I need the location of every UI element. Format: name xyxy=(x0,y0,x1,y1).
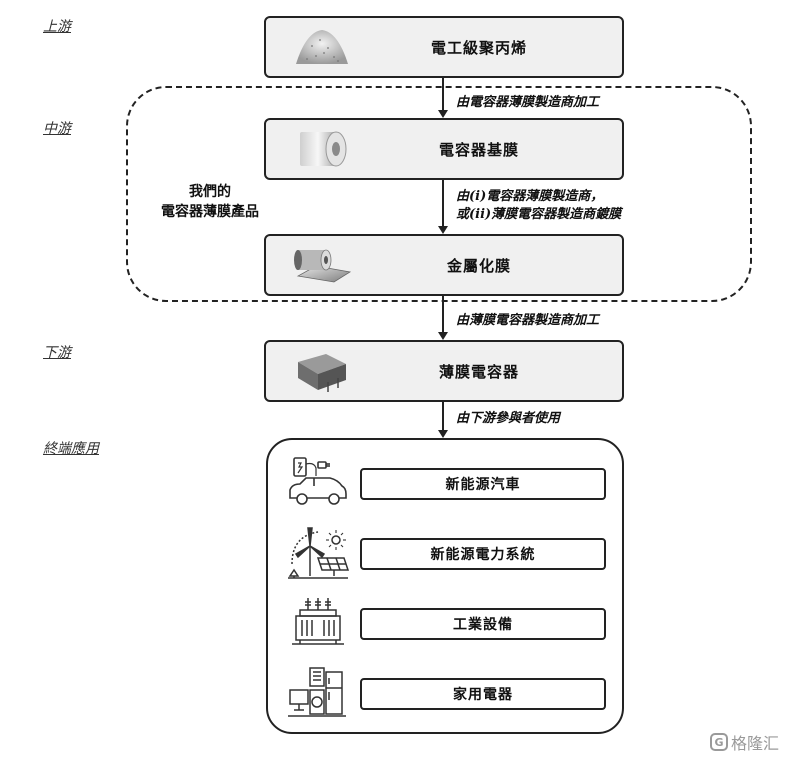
arrow-2-line xyxy=(442,180,444,226)
stage-label-end-use: 終端應用 xyxy=(43,441,99,457)
application-row: 工業設備 xyxy=(268,594,622,650)
arrow-3-head xyxy=(438,332,448,340)
arrow-3-line xyxy=(442,296,444,332)
our-products-line2: 電容器薄膜產品 xyxy=(161,204,259,220)
film-capacitor-icon xyxy=(298,354,346,392)
arrow-3-label: 由薄膜電容器製造商加工 xyxy=(456,313,600,328)
wind-solar-power-icon xyxy=(288,527,350,579)
application-row: 新能源電力系統 xyxy=(268,524,622,580)
industrial-transformer-icon xyxy=(292,598,344,645)
arrow-1-line xyxy=(442,78,444,110)
arrow-1-head xyxy=(438,110,448,118)
our-products-group xyxy=(126,86,752,302)
box-metallized-film-label: 金屬化膜 xyxy=(446,256,511,275)
film-roll-icon xyxy=(300,131,347,167)
application-industrial-equipment: 工業設備 xyxy=(360,608,606,640)
our-products-line1: 我們的 xyxy=(189,184,231,200)
box-capacitor-base-film-label: 電容器基膜 xyxy=(438,140,519,159)
stage-label-midstream: 中游 xyxy=(43,121,71,137)
stage-label-downstream: 下游 xyxy=(43,345,71,361)
watermark-logo-icon: G xyxy=(710,733,728,751)
arrow-2-label-line1: 由(i)電容器薄膜製造商， xyxy=(456,189,604,204)
arrow-2-head xyxy=(438,226,448,234)
box-polypropylene: 電工級聚丙烯 xyxy=(264,16,624,78)
box-capacitor-base-film: 電容器基膜 xyxy=(264,118,624,180)
application-row: 家用電器 xyxy=(268,664,622,720)
box-metallized-film: 金屬化膜 xyxy=(264,234,624,296)
application-new-energy-power-systems: 新能源電力系統 xyxy=(360,538,606,570)
ev-charging-car-icon xyxy=(289,457,347,505)
arrow-1-label: 由電容器薄膜製造商加工 xyxy=(456,95,600,110)
arrow-2-label-line2: 或(ii)薄膜電容器製造商鍍膜 xyxy=(456,207,622,222)
box-polypropylene-label: 電工級聚丙烯 xyxy=(430,38,527,57)
box-film-capacitor: 薄膜電容器 xyxy=(264,340,624,402)
arrow-4-label: 由下游參與者使用 xyxy=(456,411,561,426)
metallized-film-roll-icon xyxy=(294,249,352,283)
our-products-label: 我們的 電容器薄膜產品 xyxy=(140,182,280,222)
application-new-energy-vehicles: 新能源汽車 xyxy=(360,468,606,500)
arrow-4-line xyxy=(442,402,444,430)
arrow-4-head xyxy=(438,430,448,438)
application-row: 新能源汽車 xyxy=(268,454,622,510)
watermark-text: 格隆汇 xyxy=(731,734,780,753)
arrow-2-label: 由(i)電容器薄膜製造商， 或(ii)薄膜電容器製造商鍍膜 xyxy=(456,188,621,224)
stage-label-upstream: 上游 xyxy=(43,19,71,35)
application-home-appliances: 家用電器 xyxy=(360,678,606,710)
watermark: G 格隆汇 xyxy=(710,730,779,754)
home-appliances-icon xyxy=(288,667,346,717)
box-film-capacitor-label: 薄膜電容器 xyxy=(438,362,519,381)
end-use-applications: 新能源汽車 新能源電力系統 xyxy=(266,438,624,734)
resin-powder-icon xyxy=(296,30,348,64)
